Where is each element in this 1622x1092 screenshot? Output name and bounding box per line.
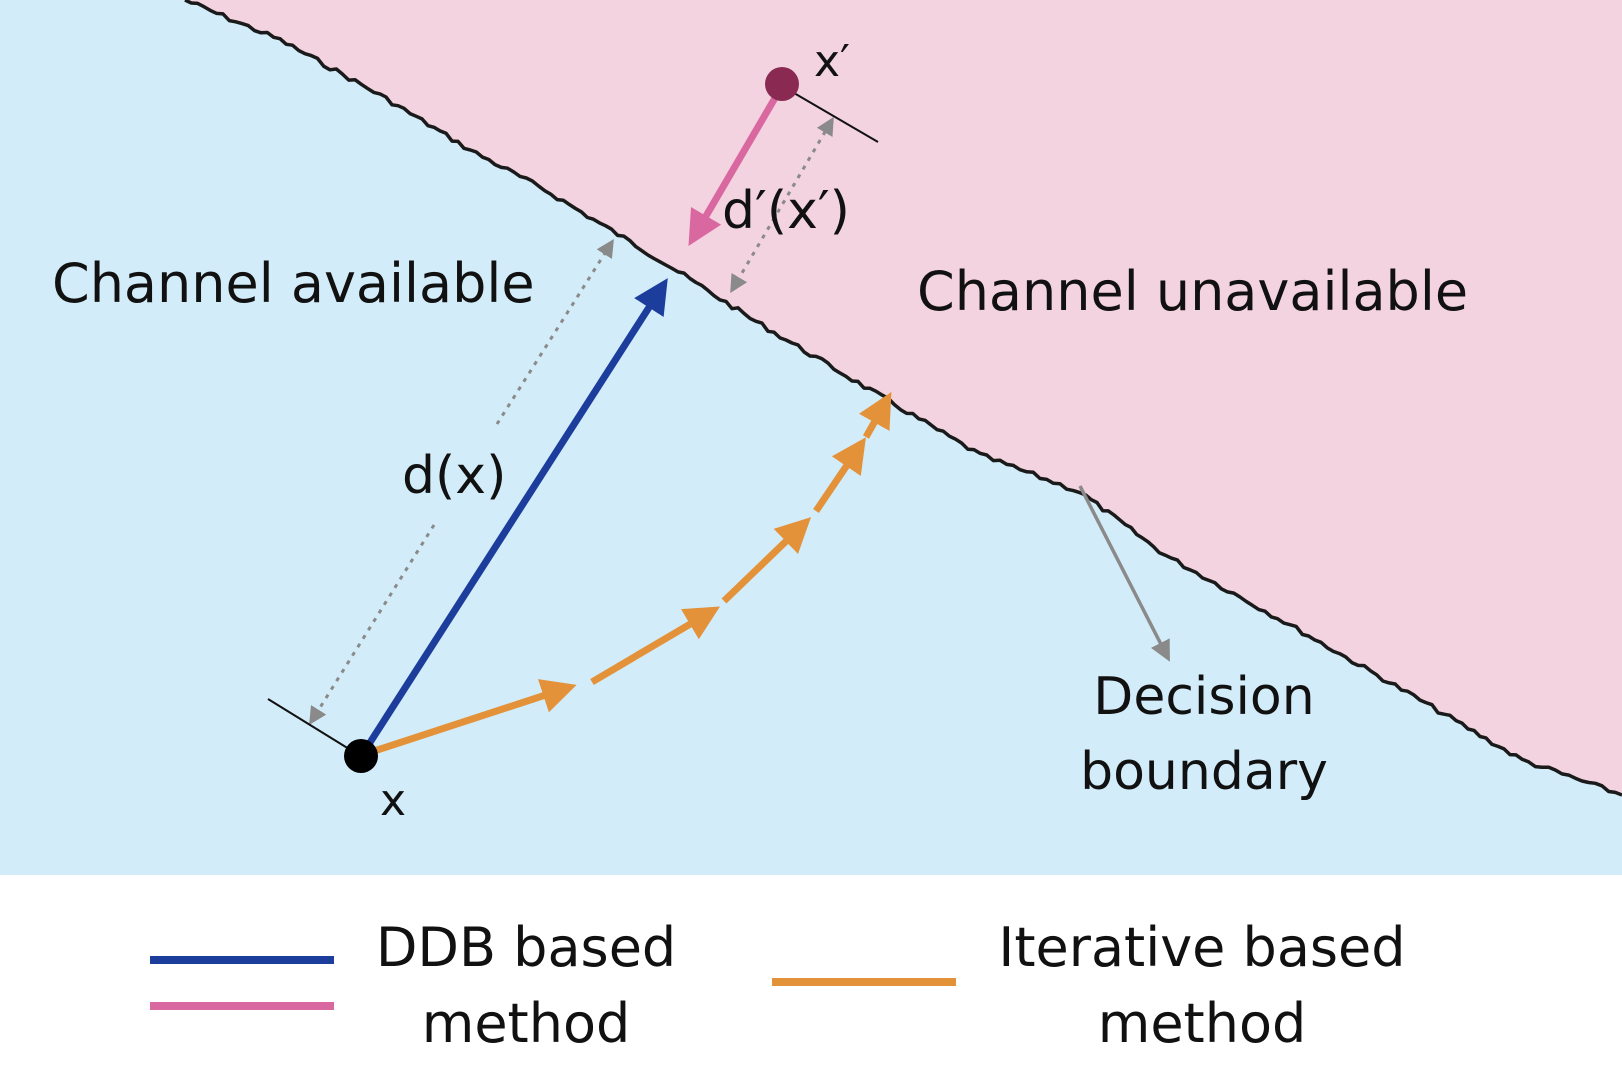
channel-available-label: Channel available [52,252,535,315]
distance-dprime-label: d′(x′) [722,181,850,241]
iterative-arrow-4 [813,437,866,513]
tangent-line-x [267,698,363,758]
ddb-pink-arrow [688,84,786,247]
ddb-blue-arrow [359,278,668,757]
point-x [344,739,378,773]
channel-unavailable-label: Channel unavailable [917,260,1468,323]
distance-dx-lower [309,524,436,726]
tangent-line-x-prime [781,85,879,143]
decision-boundary-label: Decision [1093,667,1314,727]
distance-dprime-guide [730,116,834,294]
legend-ddb-label: DDB based [376,916,676,979]
iterative-arrow-2 [590,606,721,686]
legend-iterative-label: Iterative based [998,916,1405,979]
decision-boundary-line [184,0,1622,797]
iterative-arrow-3 [721,517,812,604]
boundary-pointer-arrow [1078,485,1170,662]
point-x-prime-label: x′ [814,36,850,87]
point-x-label: x [380,775,406,826]
legend-ddb-label-line2: method [422,992,631,1055]
iterative-arrow-1 [360,679,577,759]
decision-boundary-label-line2: boundary [1080,742,1328,802]
legend-iterative-label-line2: method [1098,992,1307,1055]
iterative-arrow-5 [859,391,892,439]
unavailable-region [185,0,1622,795]
point-x-prime [765,67,799,101]
distance-dx-label: d(x) [402,446,506,506]
